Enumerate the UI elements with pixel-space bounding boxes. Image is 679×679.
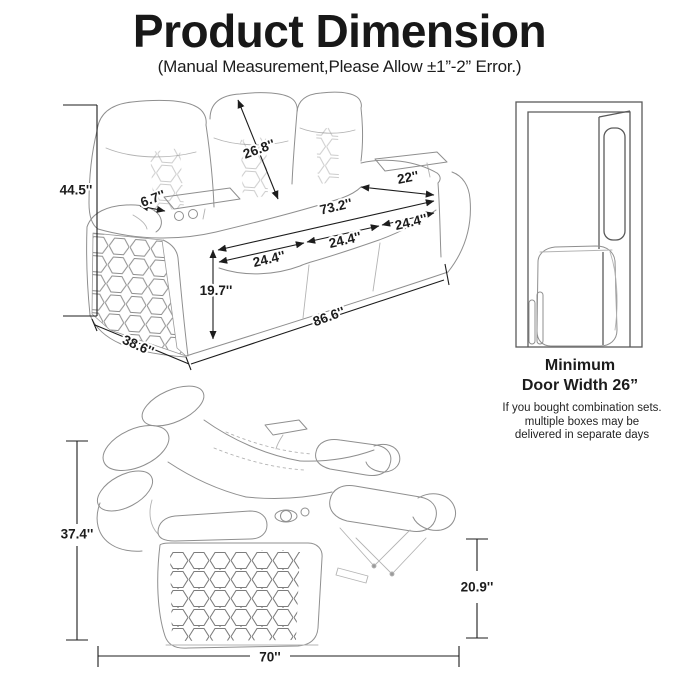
side-height-label: 37.4''	[61, 527, 94, 542]
doorway-illustration	[515, 101, 643, 348]
side-view-illustration: 37.4'' 20.9'' 70''	[59, 385, 496, 667]
front-seat-height-label: 19.7''	[200, 283, 233, 298]
side-footrest-height-label: 20.9''	[461, 580, 494, 595]
door-caption-line1: Minimum	[544, 357, 616, 374]
side-dimension-lines	[66, 440, 488, 667]
side-dimension-labels: 37.4'' 20.9'' 70''	[59, 525, 496, 667]
delivery-note: If you bought combination sets. multiple…	[484, 402, 679, 443]
front-view-illustration: 44.5'' 26.8'' 6.7'' 22'' 73.2'' 24.4'' 2…	[58, 91, 471, 371]
door-caption-line2: Door Width 26”	[521, 377, 639, 394]
page-subtitle: (Manual Measurement,Please Allow ±1”-2” …	[157, 57, 522, 76]
side-base-width-label: 70''	[259, 650, 280, 665]
boxed-recliner-drawing	[528, 245, 618, 347]
page-title: Product Dimension	[132, 5, 547, 57]
delivery-note-line1: If you bought combination sets.	[502, 402, 662, 414]
front-inner-width-label: 73.2''	[318, 196, 353, 218]
front-seat-width-left-label: 24.4''	[251, 248, 286, 270]
delivery-note-line2: multiple boxes may be	[524, 415, 640, 428]
delivery-note-line3: delivered in separate days	[514, 429, 650, 441]
front-seat-width-right-label: 24.4''	[393, 211, 428, 233]
front-height-label: 44.5''	[60, 183, 93, 198]
door-frame	[515, 101, 643, 348]
front-overall-width-label: 86.6''	[311, 304, 347, 329]
front-seat-depth-label: 22''	[396, 168, 420, 187]
door-leaf	[598, 110, 631, 345]
door-caption: Minimum Door Width 26”	[494, 356, 666, 396]
side-sofa-drawing	[96, 385, 456, 649]
front-dimension-lines	[63, 99, 450, 371]
